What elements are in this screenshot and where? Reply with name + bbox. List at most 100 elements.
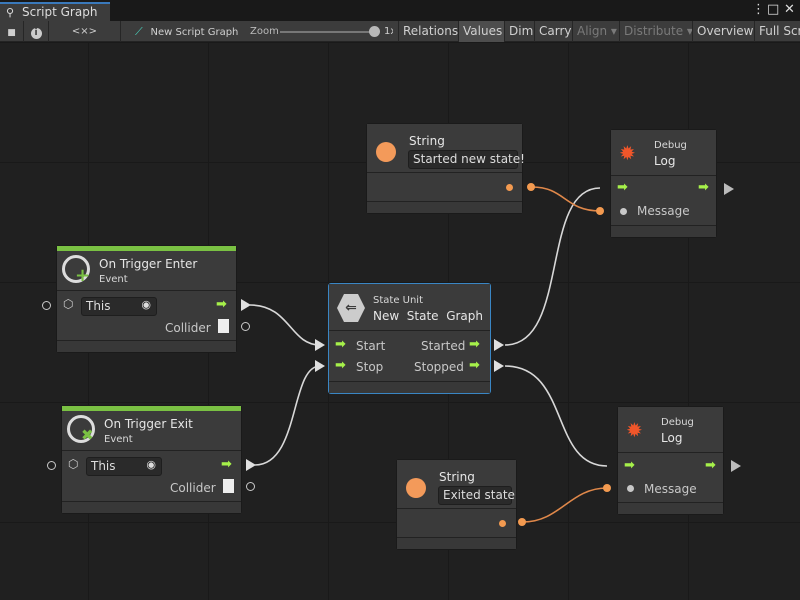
debug-log-node-2[interactable]: ✹ Debug Log ➡ ➡ Message — [617, 406, 724, 515]
relations-button[interactable]: Relations — [398, 21, 459, 42]
input-port[interactable] — [42, 301, 51, 310]
flow-out-port[interactable] — [731, 460, 741, 472]
graph-breadcrumb: ⟋ New Script Graph Zoom 1x — [121, 21, 393, 42]
x-icon: ✖ — [81, 426, 94, 444]
collider-doc-icon — [223, 479, 234, 493]
collider-out-port[interactable] — [246, 482, 255, 491]
message-port-dot[interactable] — [620, 208, 627, 215]
stopped-out-port[interactable] — [494, 360, 504, 372]
node-subtitle: Event — [104, 434, 133, 445]
distribute-dropdown[interactable]: Distribute ▾ — [620, 21, 693, 42]
tab-script-graph[interactable]: ⚲ Script Graph — [0, 2, 110, 21]
node-title: Log — [661, 431, 683, 445]
event-bar — [57, 246, 236, 251]
trigger-exit-icon — [67, 415, 95, 443]
stopped-label: Stopped — [414, 360, 464, 374]
zoom-value: 1x — [384, 26, 393, 37]
string-icon — [406, 478, 426, 498]
graph-node-icon: ⟋ — [135, 25, 143, 38]
tab-title: Script Graph — [22, 5, 98, 19]
node-title: String — [409, 134, 445, 148]
cube-icon: ⬡ — [63, 297, 74, 311]
flow-output-icon[interactable]: ➡ — [216, 297, 227, 312]
trigger-out-port[interactable] — [241, 299, 251, 311]
collider-out-port[interactable] — [241, 322, 250, 331]
carry-button[interactable]: Carry — [535, 21, 573, 42]
node-subtitle: Event — [99, 274, 128, 285]
zoom-slider-handle[interactable] — [369, 26, 380, 37]
output-port[interactable] — [506, 184, 513, 191]
output-port[interactable] — [499, 520, 506, 527]
message-label: Message — [644, 482, 697, 496]
string-icon — [376, 142, 396, 162]
started-label: Started — [421, 339, 466, 353]
flow-input-icon[interactable]: ➡ — [617, 180, 628, 195]
align-dropdown[interactable]: Align ▾ — [573, 21, 620, 42]
flow-out-port[interactable] — [724, 183, 734, 195]
string-node-1[interactable]: String Started new state! — [366, 123, 525, 214]
message-port-dot[interactable] — [627, 485, 634, 492]
started-out-port[interactable] — [494, 339, 504, 351]
graph-icon: ⚲ — [6, 6, 15, 19]
message-label: Message — [637, 204, 690, 218]
collider-doc-icon — [218, 319, 229, 333]
on-trigger-enter-node[interactable]: + On Trigger Enter Event ⬡ This◉ ➡ Colli… — [56, 245, 237, 353]
event-bar — [62, 406, 241, 411]
info-icon: i — [30, 28, 42, 39]
flow-output-icon[interactable]: ➡ — [221, 457, 232, 472]
zoom-slider[interactable] — [280, 31, 375, 33]
title-bar: ⚲ Script Graph ⋮ □ ✕ — [0, 0, 800, 21]
debug-log-node-1[interactable]: ✹ Debug Log ➡ ➡ Message — [610, 129, 717, 238]
collider-label: Collider — [165, 321, 211, 335]
toolbar: ■ i <×> ⟋ New Script Graph Zoom 1x Relat… — [0, 21, 800, 42]
close-icon[interactable]: ✕ — [784, 2, 795, 17]
overview-button[interactable]: Overview — [693, 21, 755, 42]
flow-output-icon[interactable]: ➡ — [469, 337, 480, 352]
more-menu-icon[interactable]: ⋮ — [752, 2, 765, 17]
target-field[interactable]: This◉ — [81, 297, 157, 316]
stop-in-port[interactable] — [315, 360, 325, 372]
cube-icon: ⬡ — [68, 457, 79, 471]
graph-name[interactable]: New Script Graph — [150, 27, 239, 38]
node-title: New State Graph — [373, 309, 484, 323]
lock-button[interactable]: ■ — [0, 21, 24, 42]
target-field[interactable]: This◉ — [86, 457, 162, 476]
values-button[interactable]: Values — [459, 21, 505, 42]
dim-button[interactable]: Dim — [505, 21, 535, 42]
flow-output-icon[interactable]: ➡ — [469, 358, 480, 373]
node-category: State Unit — [373, 295, 424, 306]
plus-icon: + — [75, 265, 91, 286]
string-node-2[interactable]: String Exited state — [396, 459, 517, 550]
string-value-input[interactable]: Exited state — [438, 486, 515, 505]
trigger-enter-icon — [62, 255, 90, 283]
stop-label: Stop — [356, 360, 384, 374]
code-button[interactable]: <×> — [49, 21, 121, 42]
flow-input-icon[interactable]: ➡ — [335, 337, 346, 352]
start-in-port[interactable] — [315, 339, 325, 351]
flow-output-icon[interactable]: ➡ — [705, 458, 716, 473]
flow-output-icon[interactable]: ➡ — [698, 180, 709, 195]
object-picker-icon: ◉ — [146, 458, 156, 471]
state-unit-node[interactable]: ⇐ State Unit New State Graph ➡ Start Sta… — [328, 283, 491, 394]
bug-icon: ✹ — [619, 141, 636, 165]
node-category: Debug — [654, 140, 687, 151]
flow-input-icon[interactable]: ➡ — [335, 358, 346, 373]
start-label: Start — [356, 339, 386, 353]
node-title: String — [439, 470, 475, 484]
node-title: Log — [654, 154, 676, 168]
object-picker-icon: ◉ — [141, 298, 151, 311]
zoom-label: Zoom — [250, 26, 279, 37]
trigger-out-port[interactable] — [246, 459, 256, 471]
input-port[interactable] — [47, 461, 56, 470]
on-trigger-exit-node[interactable]: ✖ On Trigger Exit Event ⬡ This◉ ➡ Collid… — [61, 405, 242, 514]
flow-input-icon[interactable]: ➡ — [624, 458, 635, 473]
lock-icon: ■ — [7, 28, 16, 38]
bug-icon: ✹ — [626, 418, 643, 442]
maximize-icon[interactable]: □ — [767, 2, 780, 17]
node-title: On Trigger Exit — [104, 417, 193, 431]
fullscreen-button[interactable]: Full Scr — [755, 21, 800, 42]
info-button[interactable]: i — [24, 21, 49, 42]
collider-label: Collider — [170, 481, 216, 495]
string-value-input[interactable]: Started new state! — [408, 150, 525, 169]
node-title: On Trigger Enter — [99, 257, 198, 271]
